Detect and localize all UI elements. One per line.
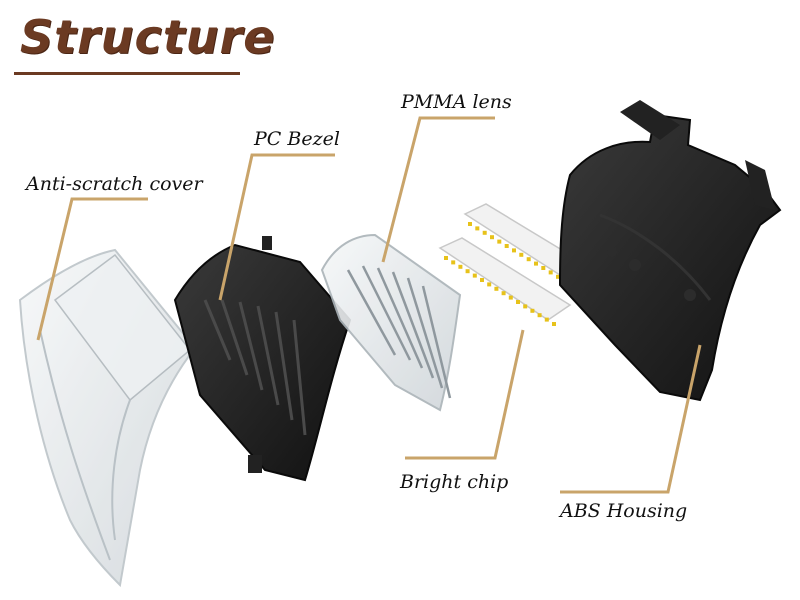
led-chip [548, 270, 553, 275]
led-chip [530, 308, 535, 313]
leader-housing [560, 344, 702, 494]
led-chip [512, 248, 516, 253]
label-pc-bezel: PC Bezel [254, 128, 340, 150]
led-chip [490, 235, 494, 240]
label-pmma-lens: PMMA lens [401, 91, 512, 113]
led-chip [468, 222, 472, 226]
pc-bezel [173, 236, 352, 482]
label-anti-scratch-cover: Anti-scratch cover [26, 173, 203, 195]
led-chip [472, 273, 477, 278]
leader-cover [36, 197, 148, 341]
leader-lines [36, 116, 702, 494]
led-chip [523, 304, 528, 309]
led-chip [508, 295, 513, 300]
led-chip [544, 317, 549, 322]
led-chip [494, 286, 499, 291]
title-underline [14, 72, 240, 75]
led-chip [451, 260, 456, 265]
leader-bezel [218, 153, 335, 301]
label-abs-housing: ABS Housing [560, 500, 688, 522]
leader-chip [405, 329, 525, 460]
led-chip [516, 300, 520, 304]
page-title: Structure [20, 10, 276, 64]
led-chip [465, 269, 470, 274]
label-bright-chip: Bright chip [400, 471, 509, 493]
led-chip [475, 226, 480, 231]
led-chip [480, 278, 484, 282]
led-chip [552, 322, 556, 326]
anti-scratch-cover [18, 248, 197, 588]
led-chip [482, 230, 487, 235]
led-chip [556, 274, 560, 279]
led-chip [487, 282, 492, 287]
led-chip [526, 257, 531, 262]
led-chip [541, 266, 546, 270]
led-chip [444, 256, 448, 260]
led-chip [504, 244, 509, 248]
led-chip [458, 264, 463, 269]
led-chip [501, 291, 506, 296]
abs-housing [558, 100, 782, 402]
led-chip [497, 239, 502, 244]
led-chip [537, 313, 542, 318]
leader-lens [381, 116, 495, 263]
led-chip [534, 261, 538, 266]
pmma-lens [320, 233, 462, 412]
led-chip [519, 252, 524, 257]
